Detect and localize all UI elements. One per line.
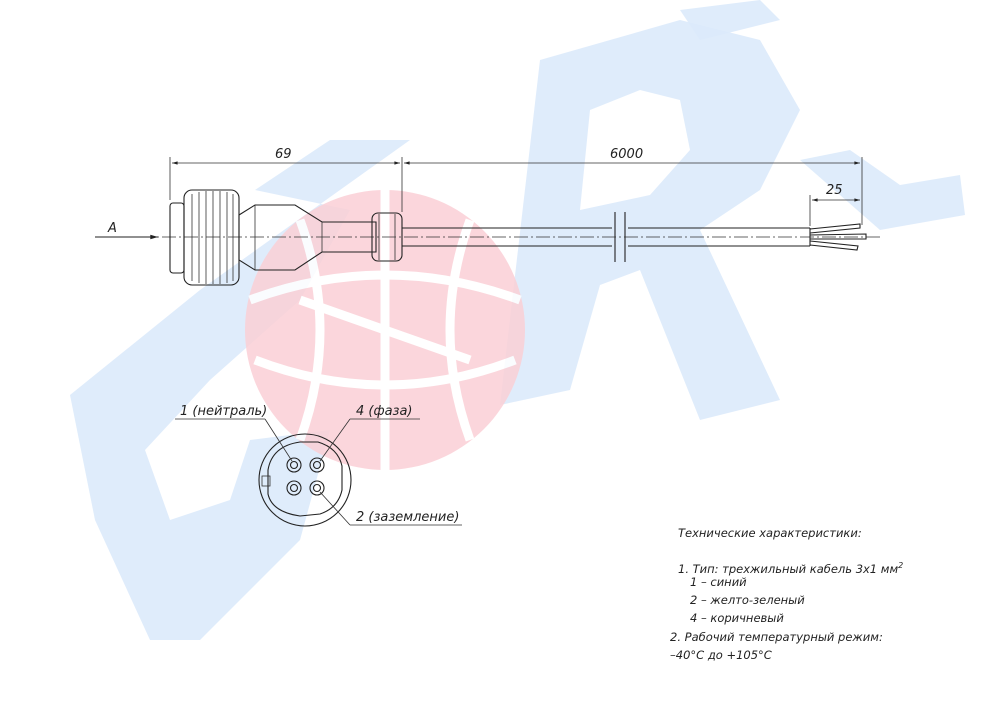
pin-3: [286, 480, 302, 496]
specs-line1: 1. Тип: трехжильный кабель 3х1 мм2: [678, 561, 904, 576]
specs-temp: –40°С до +105°С: [670, 648, 772, 662]
front-outer-ring: [258, 433, 352, 527]
view-label-a: A: [107, 221, 117, 236]
knurl-lines: [191, 191, 234, 284]
watermark-letter-l: [680, 0, 965, 230]
watermark-globe: [245, 190, 525, 470]
svg-text:6000: 6000: [610, 147, 643, 162]
pin-2: [309, 480, 325, 496]
specs-core2: 2 – желто-зеленый: [690, 593, 805, 607]
pin4-label: 4 (фаза): [356, 404, 413, 419]
dimension-connector-length: 69: [169, 147, 403, 212]
connector-body: [238, 204, 377, 271]
strain-relief: [371, 212, 403, 262]
connector-front-view: 1 (нейтраль) 4 (фаза) 2 (заземление): [175, 404, 462, 527]
watermark-letter-s: [70, 140, 410, 640]
pin2-label: 2 (заземление): [356, 510, 459, 525]
dimension-cable-length: 6000: [403, 147, 863, 225]
pin-1: [286, 457, 302, 473]
pin-4: [309, 457, 325, 473]
specs-core4: 4 – коричневый: [690, 611, 784, 625]
connector-side-view: A: [95, 147, 880, 286]
specs-line2: 2. Рабочий температурный режим:: [670, 630, 883, 644]
watermark-letter-r: [500, 20, 800, 420]
pin1-label: 1 (нейтраль): [180, 404, 267, 419]
dimension-strip-length: 25: [809, 183, 860, 226]
specs-core1: 1 – синий: [690, 575, 747, 589]
svg-text:25: 25: [826, 183, 843, 198]
front-inner-profile: [267, 441, 343, 517]
stripped-wires: [809, 223, 867, 251]
watermark: [70, 0, 965, 640]
specs-title: Технические характеристики:: [678, 526, 862, 540]
front-flange: [169, 202, 185, 274]
svg-text:69: 69: [275, 147, 292, 162]
